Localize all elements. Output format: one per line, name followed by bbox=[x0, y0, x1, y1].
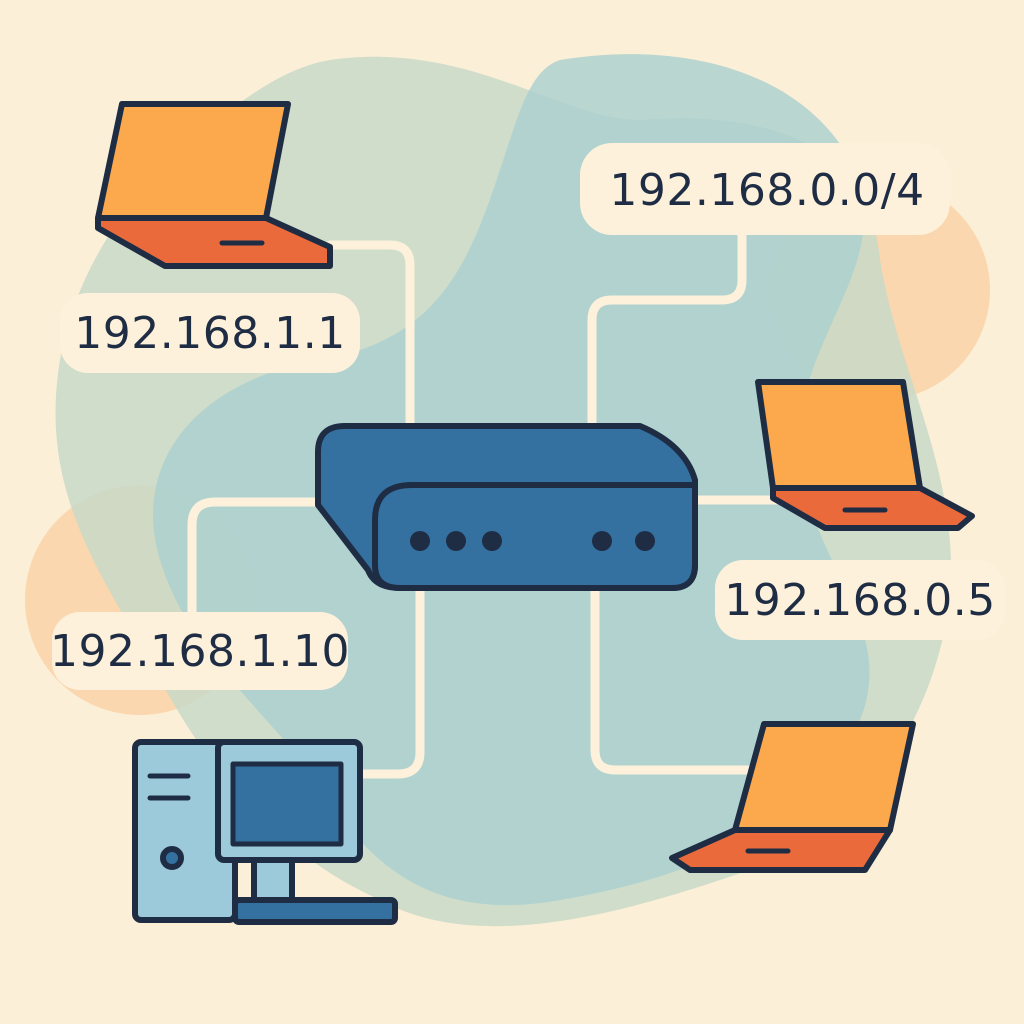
desktop-keyboard bbox=[232, 897, 398, 925]
router-led bbox=[446, 531, 466, 551]
laptop-right bbox=[755, 379, 975, 531]
ip-address-text: 192.168.1.10 bbox=[50, 626, 350, 677]
label-pill bbox=[60, 293, 360, 373]
ip-label-subnet: 192.168.0.0/4 bbox=[580, 143, 950, 235]
desktop-computer-icon bbox=[132, 739, 398, 925]
router-led bbox=[592, 531, 612, 551]
connector-laptop-bottom-right bbox=[590, 585, 770, 775]
connectors bbox=[187, 227, 785, 779]
ip-label-bottom-left: 192.168.1.10 bbox=[50, 612, 350, 690]
tower-power-button bbox=[160, 846, 184, 870]
ip-address-text: 192.168.0.5 bbox=[724, 575, 995, 626]
router-led bbox=[482, 531, 502, 551]
router-icon bbox=[315, 423, 698, 591]
connector-subnet bbox=[587, 227, 747, 435]
laptop-bottom-right bbox=[669, 721, 916, 873]
laptop-screen bbox=[95, 101, 291, 221]
laptop-screen bbox=[732, 721, 916, 833]
laptop-top-left bbox=[95, 101, 333, 269]
label-pill bbox=[580, 143, 950, 235]
router-led bbox=[635, 531, 655, 551]
ip-label-top-left: 192.168.1.1 bbox=[60, 293, 360, 373]
ip-label-right: 192.168.0.5 bbox=[715, 560, 1005, 640]
desktop-screen bbox=[230, 761, 344, 847]
router-front-panel bbox=[372, 482, 698, 591]
connector-laptop-top-left bbox=[325, 240, 415, 435]
laptop-screen bbox=[755, 379, 923, 491]
connector-desktop-bottom bbox=[355, 585, 425, 779]
ip-address-text: 192.168.0.0/4 bbox=[609, 165, 924, 216]
ip-address-text: 192.168.1.1 bbox=[74, 308, 345, 359]
label-pill bbox=[715, 560, 1005, 640]
connector-desktop-top bbox=[187, 497, 325, 617]
router-led bbox=[410, 531, 430, 551]
label-pill bbox=[52, 612, 348, 690]
laptop-base bbox=[95, 215, 333, 269]
